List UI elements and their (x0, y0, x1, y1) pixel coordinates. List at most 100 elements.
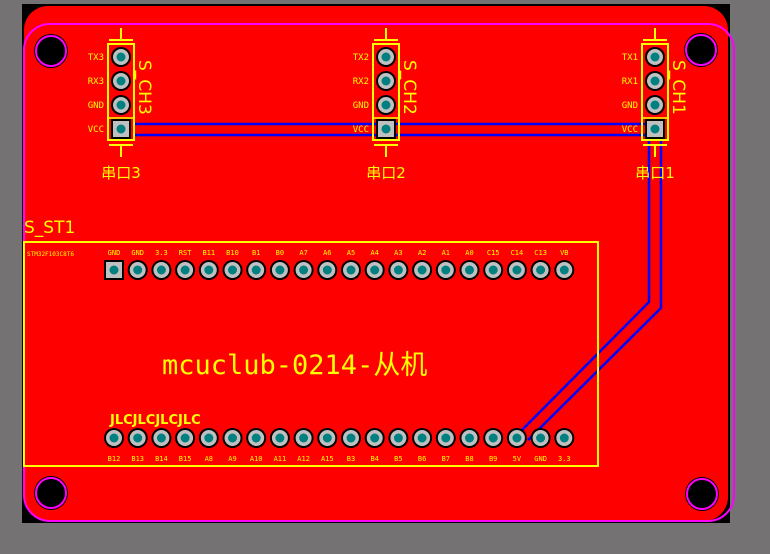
module-pin-pad (341, 260, 361, 280)
mounting-hole (34, 476, 68, 510)
module-pin-pad (435, 428, 456, 448)
module-pin-pad (198, 428, 219, 448)
module-pin-label: C14 (511, 249, 524, 257)
module-pin-label: 3.3 (155, 249, 168, 257)
module-pin-label: VB (560, 249, 568, 257)
module-pin-label: 5V (513, 455, 522, 463)
module-pin-pad (364, 260, 385, 280)
module-pin-label: B4 (370, 455, 378, 463)
connector-outline (641, 43, 669, 141)
module-pin-pad (175, 428, 196, 448)
module-pin-label: A6 (323, 249, 331, 257)
module-pin-label: B11 (202, 249, 215, 257)
module-pin-pad (506, 428, 527, 448)
module-pin-label: A11 (274, 455, 287, 463)
connector-pin-label: RX3 (88, 77, 104, 87)
module-pin-pad (530, 260, 551, 280)
module-pin-pad (530, 428, 551, 448)
module-pin-label: A12 (297, 455, 310, 463)
module-pin-label: C15 (487, 249, 500, 257)
connector-pin-pad (645, 71, 665, 91)
module-pin-label: A15 (321, 455, 334, 463)
connector-pin-label: TX2 (353, 53, 369, 63)
module-pin-pad (104, 260, 124, 280)
module-pin-pad (317, 260, 338, 280)
module-pin-pad (412, 428, 433, 448)
module-pin-label: B8 (465, 455, 473, 463)
connector-label: 串口1 (635, 164, 675, 182)
connector-pin-label: VCC (88, 125, 104, 135)
connector-pin-label: TX3 (88, 53, 104, 63)
module-pin-pad (293, 260, 314, 280)
module-pin-pad (269, 428, 290, 448)
connector-pin-pad (111, 71, 131, 91)
module-pin-pad (151, 260, 172, 280)
module-pin-pad (388, 428, 409, 448)
module-pin-label: RST (179, 249, 192, 257)
module-pin-label: B0 (276, 249, 284, 257)
module-part-label: STM32F103C8T6 (27, 251, 74, 258)
module-pin-label: A4 (370, 249, 378, 257)
module-pin-pad (554, 260, 575, 280)
connector-pin-pad (645, 119, 665, 139)
connector-pin-label: VCC (622, 125, 638, 135)
module-pin-label: A8 (205, 455, 213, 463)
module-pin-label: B1 (252, 249, 260, 257)
module-pin-pad (364, 428, 385, 448)
module-pin-pad (222, 428, 243, 448)
module-pin-label: A10 (250, 455, 263, 463)
module-pin-label: C13 (534, 249, 547, 257)
module-pin-label: 3.3 (558, 455, 571, 463)
module-pin-label: A2 (418, 249, 426, 257)
module-pin-pad (506, 260, 527, 280)
module-pin-pad (483, 428, 504, 448)
connector-outline (372, 43, 400, 141)
module-pin-pad (317, 428, 338, 448)
module-outline (23, 241, 599, 467)
module-pin-pad (388, 260, 409, 280)
connector-pin-label: VCC (353, 125, 369, 135)
connector-designator: S_CH3 (134, 60, 154, 115)
module-pin-label: GND (534, 455, 547, 463)
module-pin-pad (554, 428, 575, 448)
module-pin-label: GND (131, 249, 144, 257)
connector-label: 串口2 (366, 164, 406, 182)
connector-pin-label: GND (88, 101, 104, 111)
connector-pin-pad (111, 47, 131, 67)
module-pin-label: B10 (226, 249, 239, 257)
module-pin-pad (341, 428, 361, 448)
module-pin-label: A5 (347, 249, 355, 257)
module-pin-pad (269, 260, 290, 280)
connector-pin-label: TX1 (622, 53, 638, 63)
connector-pin-pad (376, 47, 396, 67)
module-pin-pad (293, 428, 314, 448)
module-pin-label: A0 (465, 249, 473, 257)
module-pin-label: B3 (347, 455, 355, 463)
module-pin-pad (246, 260, 267, 280)
module-pin-pad (222, 260, 243, 280)
connector-outline (107, 43, 135, 141)
module-pin-label: B9 (489, 455, 497, 463)
mounting-hole (34, 34, 68, 68)
module-pin-label: A3 (394, 249, 402, 257)
connectors: TX3RX3GNDVCCS_CH3串口3TX2RX2GNDVCCS_CH2串口2… (88, 28, 688, 182)
module-pin-pad (459, 260, 480, 280)
module-pin-label: B14 (155, 455, 168, 463)
connector-pin-pad (376, 95, 396, 115)
module-pin-pad (435, 260, 456, 280)
module-pin-label: A1 (442, 249, 450, 257)
module-pin-pad (459, 428, 480, 448)
connector-pin-pad (111, 119, 131, 139)
connector-pin-pad (376, 71, 396, 91)
module-pin-label: B12 (108, 455, 121, 463)
module-pin-pad (104, 428, 124, 448)
module-pin-label: B13 (131, 455, 144, 463)
connector-pin-pad (111, 95, 131, 115)
module-pin-pad (151, 428, 172, 448)
connector-pin-label: RX2 (353, 77, 369, 87)
board-title: mcuclub-0214-从机 (162, 350, 427, 381)
connector-designator: S_CH1 (668, 60, 688, 115)
